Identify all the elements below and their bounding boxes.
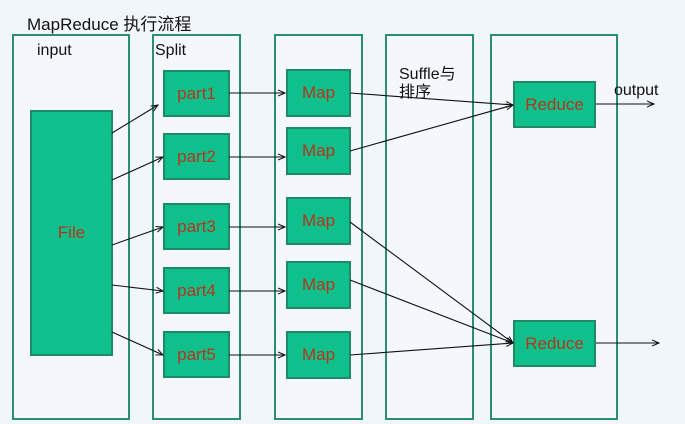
arrow-map5-reduce2 bbox=[349, 343, 513, 356]
arrow-file-part2 bbox=[111, 157, 163, 181]
part-box: part5 bbox=[163, 331, 230, 378]
file-box: File bbox=[30, 110, 113, 356]
arrow-file-part3 bbox=[111, 227, 163, 246]
reduce-box: Reduce bbox=[513, 81, 596, 128]
arrow-map4-reduce2 bbox=[349, 279, 513, 343]
map-box: Map bbox=[286, 261, 351, 309]
input-label: input bbox=[37, 42, 72, 59]
arrow-map2-reduce1 bbox=[349, 105, 513, 152]
arrow-file-part1 bbox=[111, 105, 158, 134]
reduce-box: Reduce bbox=[513, 320, 596, 367]
map-box: Map bbox=[286, 197, 351, 245]
split-label: Split bbox=[155, 42, 187, 59]
arrow-file-part5 bbox=[111, 331, 163, 355]
part-box: part2 bbox=[163, 133, 230, 180]
part-box: part4 bbox=[163, 267, 230, 314]
shuffle-label-line1: Suffle与 bbox=[399, 66, 456, 83]
arrow-map3-reduce2 bbox=[349, 221, 513, 343]
output-label: output bbox=[614, 82, 659, 99]
map-box: Map bbox=[286, 331, 351, 379]
arrow-file-part4 bbox=[111, 284, 163, 291]
arrow-map1-reduce1 bbox=[349, 92, 513, 105]
diagram-title: MapReduce 执行流程 bbox=[27, 15, 192, 34]
